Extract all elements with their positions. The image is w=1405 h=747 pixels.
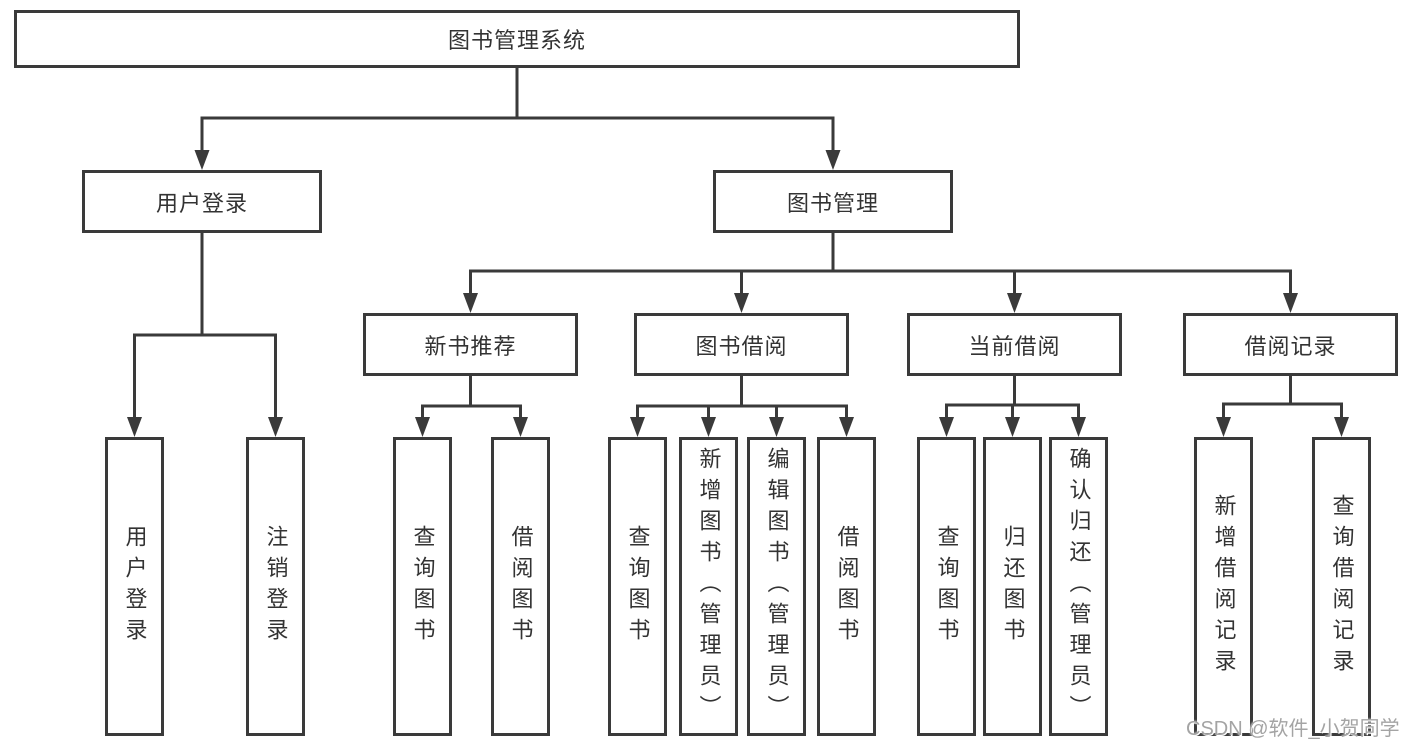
node-book-mgmt: 图书管理 <box>713 170 953 233</box>
node-label-leaf-rec-add: 新增借阅记录 <box>1211 493 1237 680</box>
watermark: CSDN @软件_小贺同学 <box>1186 718 1400 740</box>
node-leaf-cb-return: 归还图书 <box>983 437 1042 736</box>
node-leaf-bb-add: 新增图书（管理员） <box>679 437 738 736</box>
node-label-leaf-nb-borrow: 借阅图书 <box>508 524 534 649</box>
node-leaf-rec-query: 查询借阅记录 <box>1312 437 1371 736</box>
node-label-leaf-bb-borrow: 借阅图书 <box>834 524 860 649</box>
node-label-leaf-cb-query: 查询图书 <box>934 524 960 649</box>
node-label-new-book: 新书推荐 <box>424 333 517 359</box>
node-label-leaf-bb-add: 新增图书（管理员） <box>696 447 722 726</box>
node-leaf-login: 用户登录 <box>105 437 164 736</box>
node-book-borrow: 图书借阅 <box>634 313 849 376</box>
node-leaf-logout: 注销登录 <box>246 437 305 736</box>
node-label-leaf-bb-edit: 编辑图书（管理员） <box>764 447 790 726</box>
node-label-root: 图书管理系统 <box>447 28 586 53</box>
node-leaf-nb-borrow: 借阅图书 <box>491 437 550 736</box>
node-label-leaf-rec-query: 查询借阅记录 <box>1329 493 1355 680</box>
node-new-book: 新书推荐 <box>363 313 578 376</box>
node-label-leaf-cb-return: 归还图书 <box>1000 524 1026 649</box>
node-label-leaf-bb-query: 查询图书 <box>625 524 651 649</box>
node-label-book-borrow: 图书借阅 <box>695 333 788 359</box>
node-leaf-nb-query: 查询图书 <box>393 437 452 736</box>
node-label-book-mgmt: 图书管理 <box>786 190 879 216</box>
node-label-current-borrow: 当前借阅 <box>968 333 1061 359</box>
node-leaf-rec-add: 新增借阅记录 <box>1194 437 1253 736</box>
node-user-login: 用户登录 <box>82 170 322 233</box>
node-leaf-bb-edit: 编辑图书（管理员） <box>747 437 806 736</box>
node-borrow-records: 借阅记录 <box>1183 313 1398 376</box>
node-label-leaf-cb-confirm: 确认归还（管理员） <box>1066 447 1092 726</box>
node-label-leaf-nb-query: 查询图书 <box>410 524 436 649</box>
node-leaf-cb-query: 查询图书 <box>917 437 976 736</box>
node-label-user-login: 用户登录 <box>155 190 248 216</box>
node-label-borrow-records: 借阅记录 <box>1244 333 1337 359</box>
node-current-borrow: 当前借阅 <box>907 313 1122 376</box>
node-leaf-bb-query: 查询图书 <box>608 437 667 736</box>
node-label-leaf-login: 用户登录 <box>122 524 148 649</box>
node-leaf-cb-confirm: 确认归还（管理员） <box>1049 437 1108 736</box>
node-leaf-bb-borrow: 借阅图书 <box>817 437 876 736</box>
node-root: 图书管理系统 <box>14 10 1020 68</box>
node-label-leaf-logout: 注销登录 <box>263 524 289 649</box>
